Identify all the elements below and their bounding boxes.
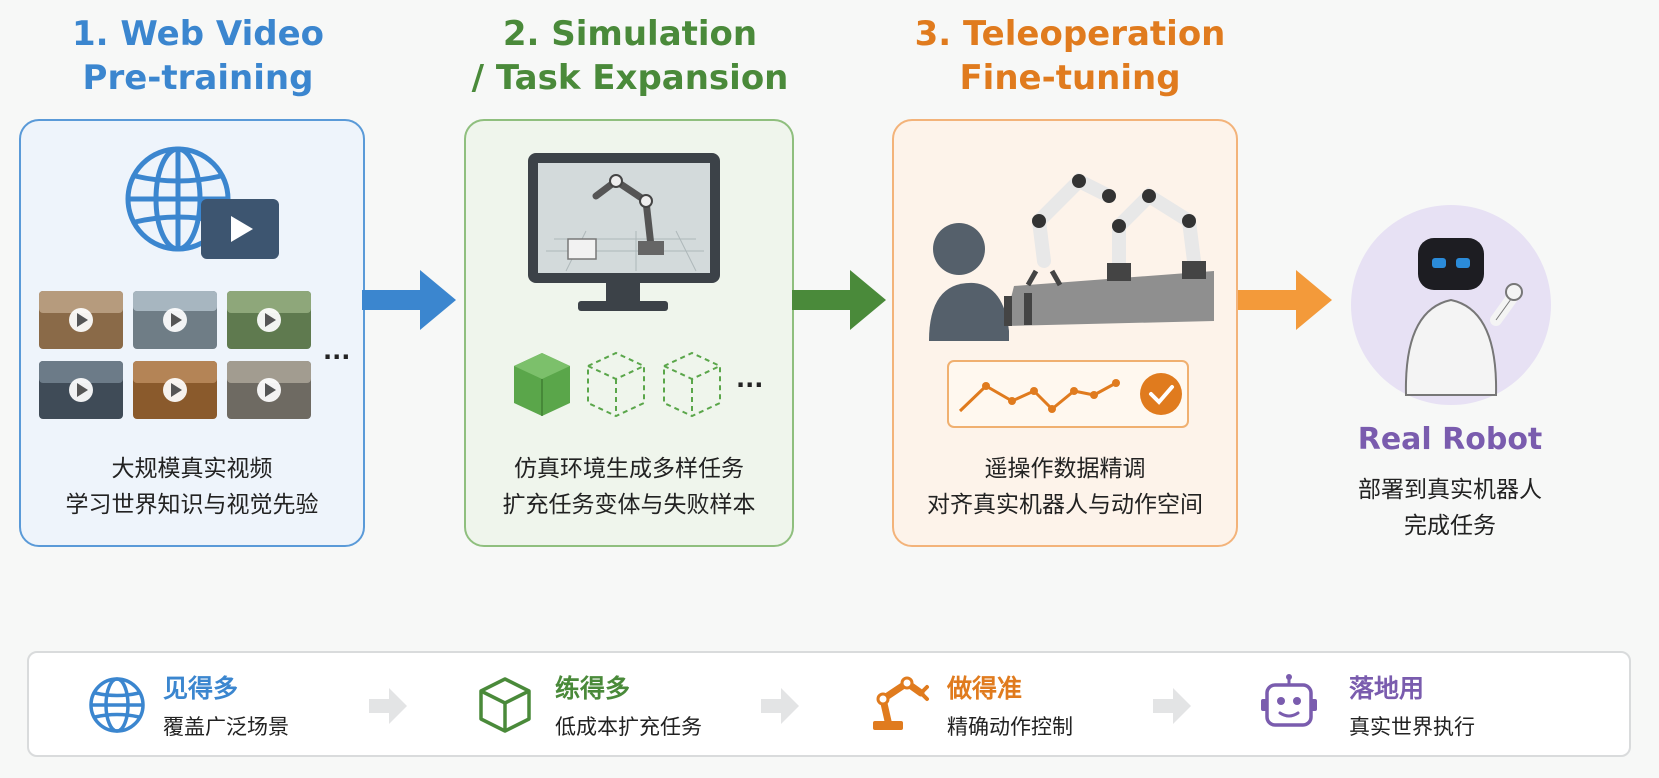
summary-item-do-precisely: 做得准 精确动作控制 (867, 653, 1167, 755)
real-robot-icon (1351, 205, 1551, 405)
stage-3-card: 遥操作数据精调 对齐真实机器人与动作空间 (892, 119, 1238, 547)
stage-1-description: 大规模真实视频 学习世界知识与视觉先验 (65, 456, 319, 518)
stage-1-card: ... 大规模真实视频 学习世界知识与视觉先验 (19, 119, 365, 547)
robot-arm-icon (873, 676, 929, 730)
simulation-monitor-icon (514, 153, 721, 418)
summary-subtitle: 低成本扩充任务 (555, 715, 702, 739)
arrow-2 (792, 270, 886, 330)
summary-item-deploy: 落地用 真实世界执行 (1259, 653, 1559, 755)
stage-2-description: 仿真环境生成多样任务 扩充任务变体与失败样本 (502, 456, 756, 518)
stage-3-title: 3. Teleoperation Fine-tuning (914, 14, 1226, 98)
summary-arrow-1 (369, 688, 407, 724)
summary-subtitle: 覆盖广泛场景 (163, 715, 289, 739)
summary-arrow-2 (761, 688, 799, 724)
stage-2-title: 2. Simulation / Task Expansion (471, 14, 789, 98)
summary-item-see-more: 见得多 覆盖广泛场景 (87, 653, 387, 755)
stage-1-title: 1. Web Video Pre-training (71, 14, 325, 98)
summary-title: 练得多 (555, 674, 631, 703)
real-robot-title: Real Robot (1357, 422, 1543, 457)
summary-item-train-more: 练得多 低成本扩充任务 (475, 653, 775, 755)
summary-arrow-3 (1153, 688, 1191, 724)
summary-subtitle: 真实世界执行 (1349, 715, 1475, 739)
stage-1-ellipsis: ... (323, 337, 351, 365)
globe-video-icon (39, 146, 311, 419)
stage-2-card: ... 仿真环境生成多样任务 扩充任务变体与失败样本 (464, 119, 794, 547)
summary-title: 做得准 (947, 674, 1023, 703)
stage-3-description: 遥操作数据精调 对齐真实机器人与动作空间 (927, 456, 1203, 518)
teleoperation-icon (929, 172, 1214, 428)
stage-2-ellipsis: ... (736, 365, 764, 393)
real-robot-description: 部署到真实机器人 完成任务 (1358, 477, 1542, 539)
video-thumbnails (39, 291, 311, 419)
arrow-1 (362, 270, 456, 330)
robot-face-icon (1261, 674, 1317, 727)
arrow-3 (1238, 270, 1332, 330)
globe-icon (89, 677, 145, 733)
task-cubes (514, 351, 721, 418)
summary-bar: 见得多 覆盖广泛场景 练得多 低成本扩充任务 做得准 精确动作控制 (27, 651, 1631, 757)
cube-icon (479, 677, 531, 733)
summary-subtitle: 精确动作控制 (947, 715, 1073, 739)
summary-title: 见得多 (163, 674, 239, 703)
summary-title: 落地用 (1349, 674, 1425, 703)
